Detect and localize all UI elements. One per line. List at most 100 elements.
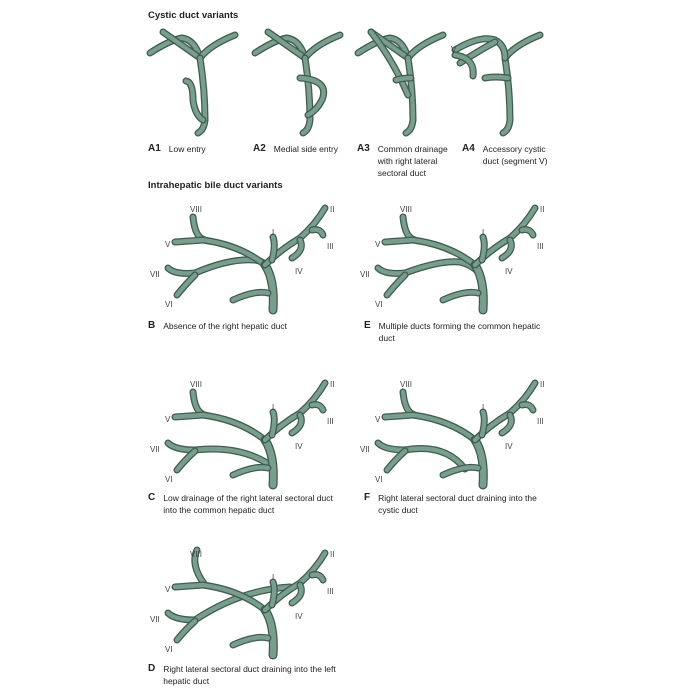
duct-D-8	[268, 578, 278, 609]
segment-label-B-II: II	[330, 205, 335, 214]
duct-C-9	[229, 463, 272, 479]
segment-label-F-I: I	[482, 403, 485, 412]
segment-label-V: V	[451, 45, 457, 54]
duct-D-0	[164, 583, 294, 624]
segment-label-C-II: II	[330, 380, 335, 389]
segment-label-B-VI: VI	[165, 300, 173, 309]
segment-label-D-I: I	[272, 573, 275, 582]
duct-B-7	[288, 236, 305, 262]
duct-A3-5	[392, 74, 415, 84]
duct-E-1	[383, 271, 409, 299]
duct-F-1	[383, 447, 409, 474]
segment-label-F-II: II	[540, 380, 545, 389]
duct-A2-3	[299, 54, 314, 137]
segment-label-C-V: V	[165, 415, 171, 424]
duct-F-3	[381, 411, 479, 444]
duct-D-4	[260, 605, 278, 660]
duct-C-3	[171, 411, 269, 444]
duct-D-3	[171, 581, 269, 614]
duct-E-8	[478, 233, 488, 264]
duct-E-6	[518, 226, 537, 239]
duct-A3-2	[404, 31, 447, 62]
duct-A2-4	[296, 74, 328, 119]
segment-label-B-III: III	[327, 242, 334, 251]
duct-A4-1	[499, 54, 514, 137]
segment-label-B-IV: IV	[295, 267, 303, 276]
segment-label-E-V: V	[375, 240, 381, 249]
segment-label-D-II: II	[330, 550, 335, 559]
segment-label-B-I: I	[272, 228, 275, 237]
segment-label-D-VIII: VIII	[190, 550, 203, 559]
segment-label-D-IV: IV	[295, 612, 303, 621]
duct-E-3	[381, 236, 479, 269]
segment-label-D-VII: VII	[150, 615, 160, 624]
duct-A4-4	[451, 51, 477, 80]
duct-A1-4	[182, 77, 207, 124]
duct-E-7	[498, 236, 515, 262]
duct-A1-1	[159, 28, 204, 62]
segment-label-E-IV: IV	[505, 267, 513, 276]
duct-D-6	[308, 571, 327, 584]
segment-label-B-VIII: VIII	[190, 205, 203, 214]
segment-label-F-VII: VII	[360, 445, 370, 454]
duct-A2-0	[251, 34, 309, 62]
segment-label-C-III: III	[327, 417, 334, 426]
duct-B-6	[308, 226, 327, 239]
segment-label-E-VI: VI	[375, 300, 383, 309]
duct-F-7	[498, 411, 515, 437]
segment-label-E-I: I	[482, 228, 485, 237]
cystic-section-title: Cystic duct variants	[148, 10, 239, 21]
segment-label-E-II: II	[540, 205, 545, 214]
segment-label-F-VI: VI	[375, 475, 383, 484]
segment-label-B-V: V	[165, 240, 171, 249]
segment-label-B-VII: VII	[150, 270, 160, 279]
segment-label-D-V: V	[165, 585, 171, 594]
duct-F-9	[439, 463, 482, 479]
segment-label-E-VIII: VIII	[400, 205, 413, 214]
segment-label-F-V: V	[375, 415, 381, 424]
duct-A2-2	[301, 31, 344, 62]
duct-C-1	[173, 447, 199, 474]
duct-C-7	[288, 411, 305, 437]
duct-A4-5	[481, 73, 512, 82]
duct-B-3	[171, 236, 269, 269]
duct-A1-2	[196, 31, 239, 62]
duct-E-9	[439, 288, 482, 304]
duct-B-0	[164, 256, 269, 277]
duct-D-1	[173, 617, 199, 644]
duct-A1-0	[146, 34, 204, 62]
duct-B-8	[268, 233, 278, 264]
duct-A3-0	[354, 34, 412, 62]
duct-C-8	[268, 408, 278, 439]
intrahepatic-section-title: Intrahepatic bile duct variants	[148, 180, 283, 191]
segment-label-E-III: III	[537, 242, 544, 251]
segment-label-C-VI: VI	[165, 475, 173, 484]
duct-A3-4	[367, 28, 412, 99]
duct-A2-1	[264, 28, 309, 62]
segment-label-F-VIII: VIII	[400, 380, 413, 389]
segment-label-F-IV: IV	[505, 442, 513, 451]
segment-label-C-IV: IV	[295, 442, 303, 451]
duct-D-7	[288, 581, 305, 607]
duct-B-9	[229, 288, 272, 304]
segment-label-D-III: III	[327, 587, 334, 596]
duct-A4-0	[501, 31, 544, 62]
duct-C-6	[308, 401, 327, 414]
segment-label-E-VII: VII	[360, 270, 370, 279]
duct-B-1	[173, 271, 199, 299]
duct-F-8	[478, 408, 488, 439]
segment-label-C-VII: VII	[150, 445, 160, 454]
duct-D-9	[229, 633, 272, 649]
segment-label-C-I: I	[272, 403, 275, 412]
duct-F-4	[470, 435, 488, 490]
duct-B-4	[260, 260, 278, 315]
